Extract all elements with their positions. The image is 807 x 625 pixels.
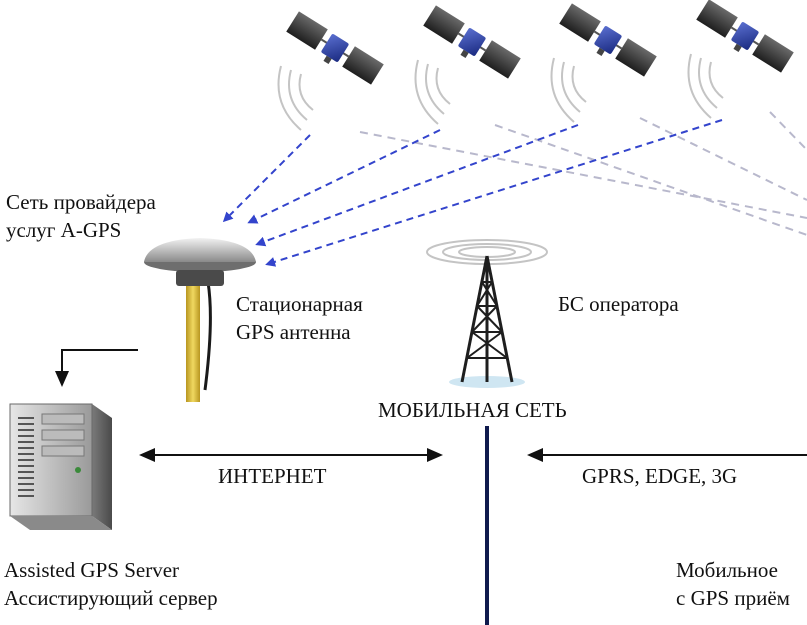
mobile-device-label: Мобильное с GPS приём (676, 556, 807, 612)
operator-bs-label: БС оператора (558, 292, 679, 316)
mobile-device-line1: Мобильное (676, 558, 778, 582)
stationary-antenna-line2: GPS антенна (236, 320, 351, 344)
secondary-signals (359, 111, 807, 236)
provider-network-line2: услуг A-GPS (6, 218, 122, 242)
satellite-icon (414, 5, 521, 125)
gps-antenna-icon (144, 238, 256, 402)
internet-label: ИНТЕРНЕТ (218, 464, 327, 488)
provider-network-label: Сеть провайдера услуг A-GPS (6, 188, 156, 244)
mobile-device-line2: с GPS приём (676, 586, 790, 610)
server-icon (9, 403, 112, 530)
server-line1: Assisted GPS Server (4, 558, 180, 582)
stationary-antenna-label: Стационарная GPS антенна (236, 290, 363, 346)
provider-network-line1: Сеть провайдера (6, 190, 156, 214)
cellular-links-label: GPRS, EDGE, 3G (582, 464, 738, 488)
server-line2: Ассистирующий сервер (4, 586, 218, 610)
antenna-to-server-arrow (55, 349, 138, 387)
cell-tower-icon (426, 239, 548, 388)
satellite-signals (222, 119, 723, 267)
satellite-icon (687, 0, 794, 119)
satellite-icon (550, 3, 657, 123)
server-label: Assisted GPS Server Ассистирующий сервер (4, 556, 218, 612)
mobile-network-label: МОБИЛЬНАЯ СЕТЬ (378, 398, 567, 422)
satellite-icon (277, 11, 384, 131)
gps-satellites (277, 0, 794, 131)
stationary-antenna-line1: Стационарная (236, 292, 363, 316)
